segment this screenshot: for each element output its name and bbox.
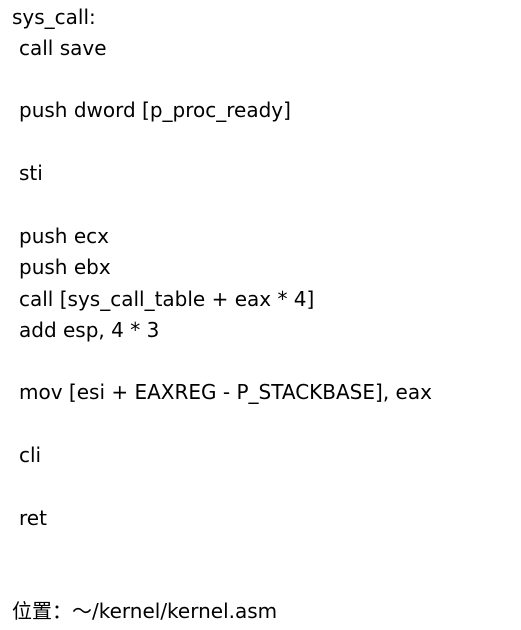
code-label: sys_call:	[12, 5, 96, 29]
code-line: push dword [p_proc_ready]	[19, 98, 291, 122]
code-line: push ebx	[19, 255, 111, 279]
code-line: sti	[19, 161, 43, 185]
code-line: cli	[19, 443, 42, 467]
code-line: call save	[19, 36, 107, 60]
code-line: push ecx	[19, 224, 109, 248]
code-line: call [sys_call_table + eax * 4]	[19, 287, 315, 311]
code-line: mov [esi + EAXREG - P_STACKBASE], eax	[19, 380, 432, 404]
file-location: 位置：～/kernel/kernel.asm	[12, 599, 278, 623]
code-line: ret	[19, 506, 47, 530]
code-line: add esp, 4 * 3	[19, 318, 160, 342]
